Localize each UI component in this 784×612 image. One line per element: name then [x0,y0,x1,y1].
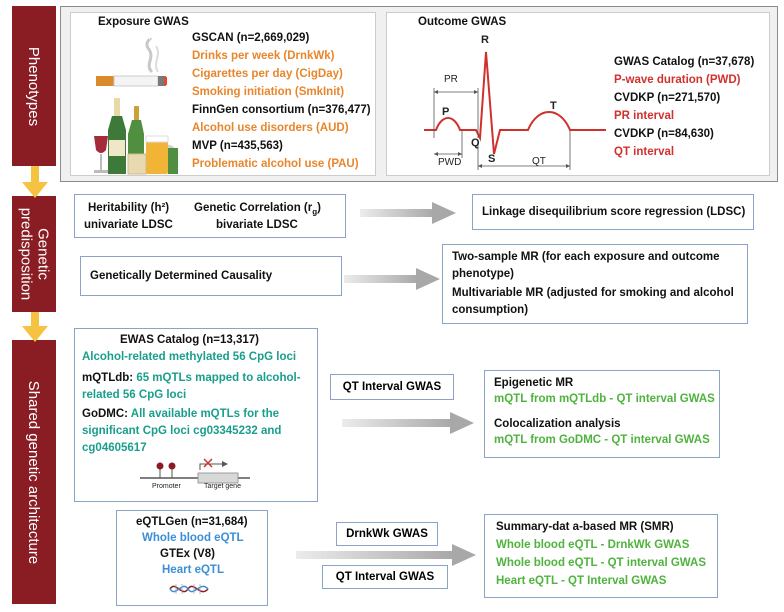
ldsc-label: Linkage disequilibrium score regression … [482,206,746,218]
epigenetic-arrow [342,412,474,434]
exposure-item: FinnGen consortium (n=376,477) [192,104,371,116]
gtex-title: GTEx (V8) [160,548,215,560]
target-gene-label: Target gene [204,483,241,490]
exposure-item: GSCAN (n=2,669,029) [192,32,310,44]
exposure-item: Cigarettes per day (CigDay) [192,68,343,80]
outcome-item: GWAS Catalog (n=37,678) [614,56,755,68]
ecg-label-p: P [442,106,450,118]
mr-line: phenotype) [452,268,514,280]
eqtl-box [116,510,268,606]
outcome-item: CVDKP (n=271,570) [614,92,721,104]
ldsc-box [472,194,754,230]
smr-result: Whole blood eQTL - DrnkWk GWAS [496,539,690,551]
ecg-waveform [424,51,606,170]
ecg-label-pr: PR [444,74,458,85]
outcome-item: QT interval [614,146,675,158]
outcome-box [386,12,770,176]
outcome-item: CVDKP (n=84,630) [614,128,714,140]
smr-result: Heart eQTL - QT Interval GWAS [496,575,667,587]
godmc-line1: GoDMC: All available mQTLs for the [82,408,280,420]
exposure-item: Problematic alcohol use (PAU) [192,158,359,170]
mr-box [442,244,748,324]
ewas-loci: Alcohol-related methylated 56 CpG loci [82,351,297,363]
qt-gwas-box-2: QT Interval GWAS [322,565,448,589]
flow-arrow-2 [22,312,48,342]
outcome-item: PR interval [614,110,675,122]
genetic-correlation-method: bivariate LDSC [216,219,298,231]
epigenetic-title: Epigenetic MR [494,377,574,389]
smr-result: Whole blood eQTL - QT interval GWAS [496,557,706,569]
heritability-box [74,194,346,238]
whole-blood-eqtl: Whole blood eQTL [142,532,244,544]
ecg-label-qt: QT [532,156,546,167]
mqtldb-line1: mQTLdb: 65 mQTLs mapped to alcohol- [82,372,301,384]
epigenetic-detail: mQTL from mQTLdb - QT interval GWAS [494,393,715,405]
mr-line: Multivariable MR (adjusted for smoking a… [452,287,734,299]
shared-genetic-architecture-label: Shared genetic architecture [12,340,56,604]
drnkwk-gwas-box: DrnkWk GWAS [336,522,438,546]
flow-arrow-1 [22,166,48,198]
mr-arrow [344,268,440,290]
heart-eqtl: Heart eQTL [162,564,224,576]
qt-gwas-box-1: QT Interval GWAS [330,374,454,400]
causality-box [80,256,342,296]
coloc-title: Colocalization analysis [494,418,621,430]
dna-icon [169,584,209,594]
ecg-label-pwd: PWD [438,157,462,168]
ecg-label-q: Q [471,137,480,149]
mqtldb-line2: related 56 CpG loci [82,389,187,401]
ecg-label-s: S [488,153,496,165]
ldsc-arrow [360,202,456,224]
ecg-label-t: T [550,100,557,112]
coloc-detail: mQTL from GoDMC - QT interval GWAS [494,434,710,446]
genetic-correlation-title: Genetic Correlation (rg) [194,202,321,217]
heritability-method: univariate LDSC [84,219,173,231]
ewas-title: EWAS Catalog (n=13,317) [120,334,259,346]
outcome-item: P-wave duration (PWD) [614,74,741,86]
smr-arrow [296,544,476,566]
exposure-item: Alcohol use disorders (AUD) [192,122,349,134]
mr-line: Two-sample MR (for each exposure and out… [452,251,720,263]
heritability-title: Heritability (h²) [88,202,170,214]
ecg-label-r: R [481,34,489,46]
godmc-line3: cg04605617 [82,442,147,454]
methylation-gene-icon [140,458,250,484]
ewas-box [74,328,318,502]
cigarette-icon [96,38,167,87]
phenotypes-label: Phenotypes [12,6,56,166]
mr-line: consumption) [452,304,529,316]
outcome-title: Outcome GWAS [418,16,507,28]
godmc-line2: significant CpG loci cg03345232 and [82,425,282,437]
epigenetic-box [484,370,720,458]
alcohol-bottles-icon [94,98,178,175]
exposure-title: Exposure GWAS [98,16,189,28]
causality-label: Genetically Determined Causality [90,270,273,282]
exposure-item: Drinks per week (DrnkWk) [192,50,335,62]
exposure-item: Smoking initiation (SmkInit) [192,86,345,98]
smr-title: Summary-dat a-based MR (SMR) [496,521,674,533]
eqtlgen-title: eQTLGen (n=31,684) [136,516,248,528]
exposure-item: MVP (n=435,563) [192,140,283,152]
smr-box [484,514,718,598]
promoter-label: Promoter [152,483,181,490]
